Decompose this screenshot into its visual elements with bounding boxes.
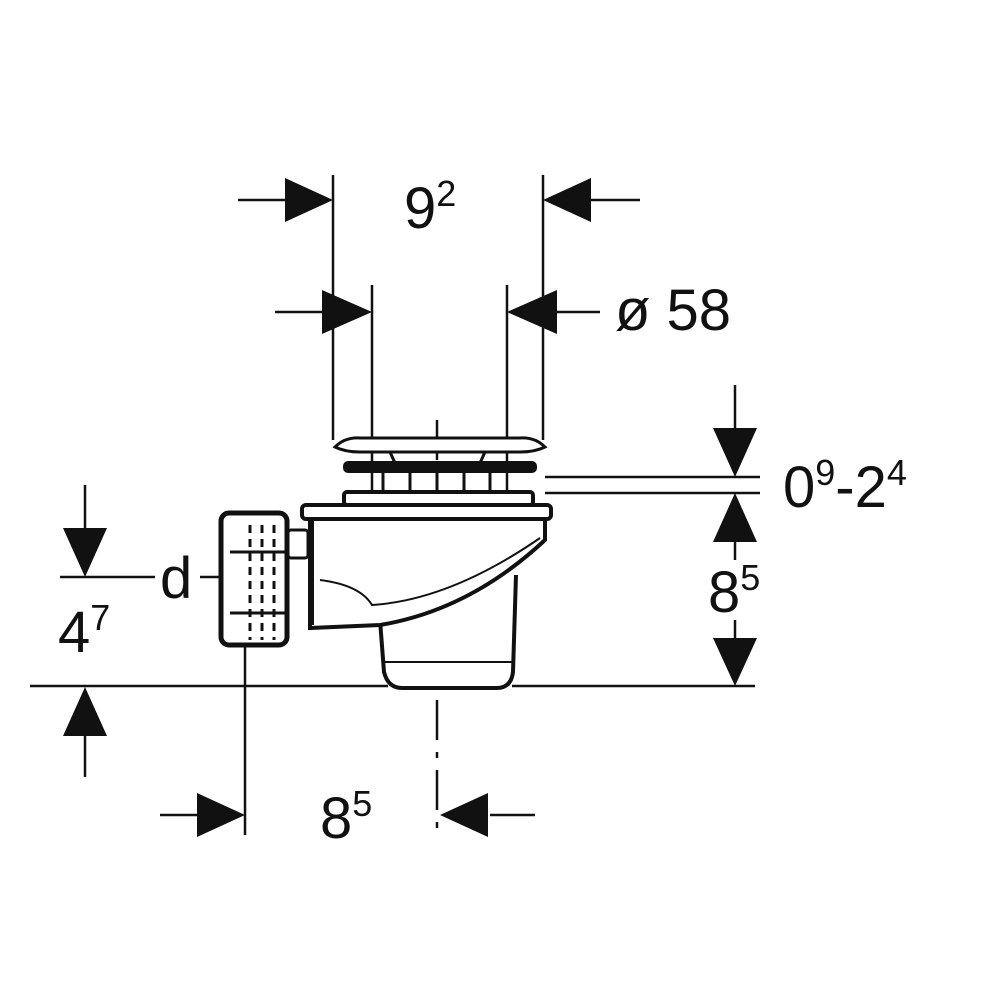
arrow-up-icon — [63, 687, 107, 736]
label-superscript: 5 — [740, 557, 760, 598]
label-cover-height: 09-24 — [783, 452, 907, 520]
outlet-connector — [286, 528, 310, 560]
arrow-left-icon — [507, 290, 557, 334]
arrow-down-icon — [713, 428, 757, 477]
arrowheads — [63, 178, 757, 837]
label-superscript: 5 — [352, 783, 372, 824]
drain-body — [218, 436, 553, 690]
drain-flange — [300, 503, 553, 521]
label-base: 4 — [58, 600, 90, 665]
label-superscript: 4 — [887, 452, 907, 493]
label-superscript: 7 — [90, 597, 110, 638]
label-base: 9 — [404, 176, 436, 241]
arrow-right-icon — [322, 290, 372, 334]
label-superscript: 9 — [815, 452, 835, 493]
label-outlet-d: d — [160, 546, 192, 611]
drain-cover — [332, 436, 548, 454]
arrow-down-icon — [713, 638, 757, 686]
label-outlet-offset: 85 — [320, 783, 372, 851]
arrow-right-icon — [285, 178, 333, 222]
label-base: 8 — [708, 560, 740, 625]
arrow-right-icon — [197, 793, 245, 837]
label-body-height: 85 — [708, 557, 760, 625]
label-separator: - — [835, 455, 854, 520]
label-base: 0 — [783, 455, 815, 520]
outlet-nut — [218, 510, 290, 648]
label-inner-diameter: ø 58 — [615, 278, 731, 343]
label-base: 8 — [320, 786, 352, 851]
drain-grate — [343, 461, 537, 473]
arrow-left-icon — [440, 793, 488, 837]
arrow-down-icon — [63, 528, 107, 577]
label-outlet-height: 47 — [58, 597, 110, 665]
dimension-lines — [30, 175, 760, 835]
label-superscript: 2 — [436, 173, 456, 214]
label-base: 2 — [855, 455, 887, 520]
drain-pot — [378, 574, 518, 690]
arrow-left-icon — [543, 178, 591, 222]
arrow-up-icon — [713, 493, 757, 542]
label-outer-width: 92 — [404, 173, 456, 241]
